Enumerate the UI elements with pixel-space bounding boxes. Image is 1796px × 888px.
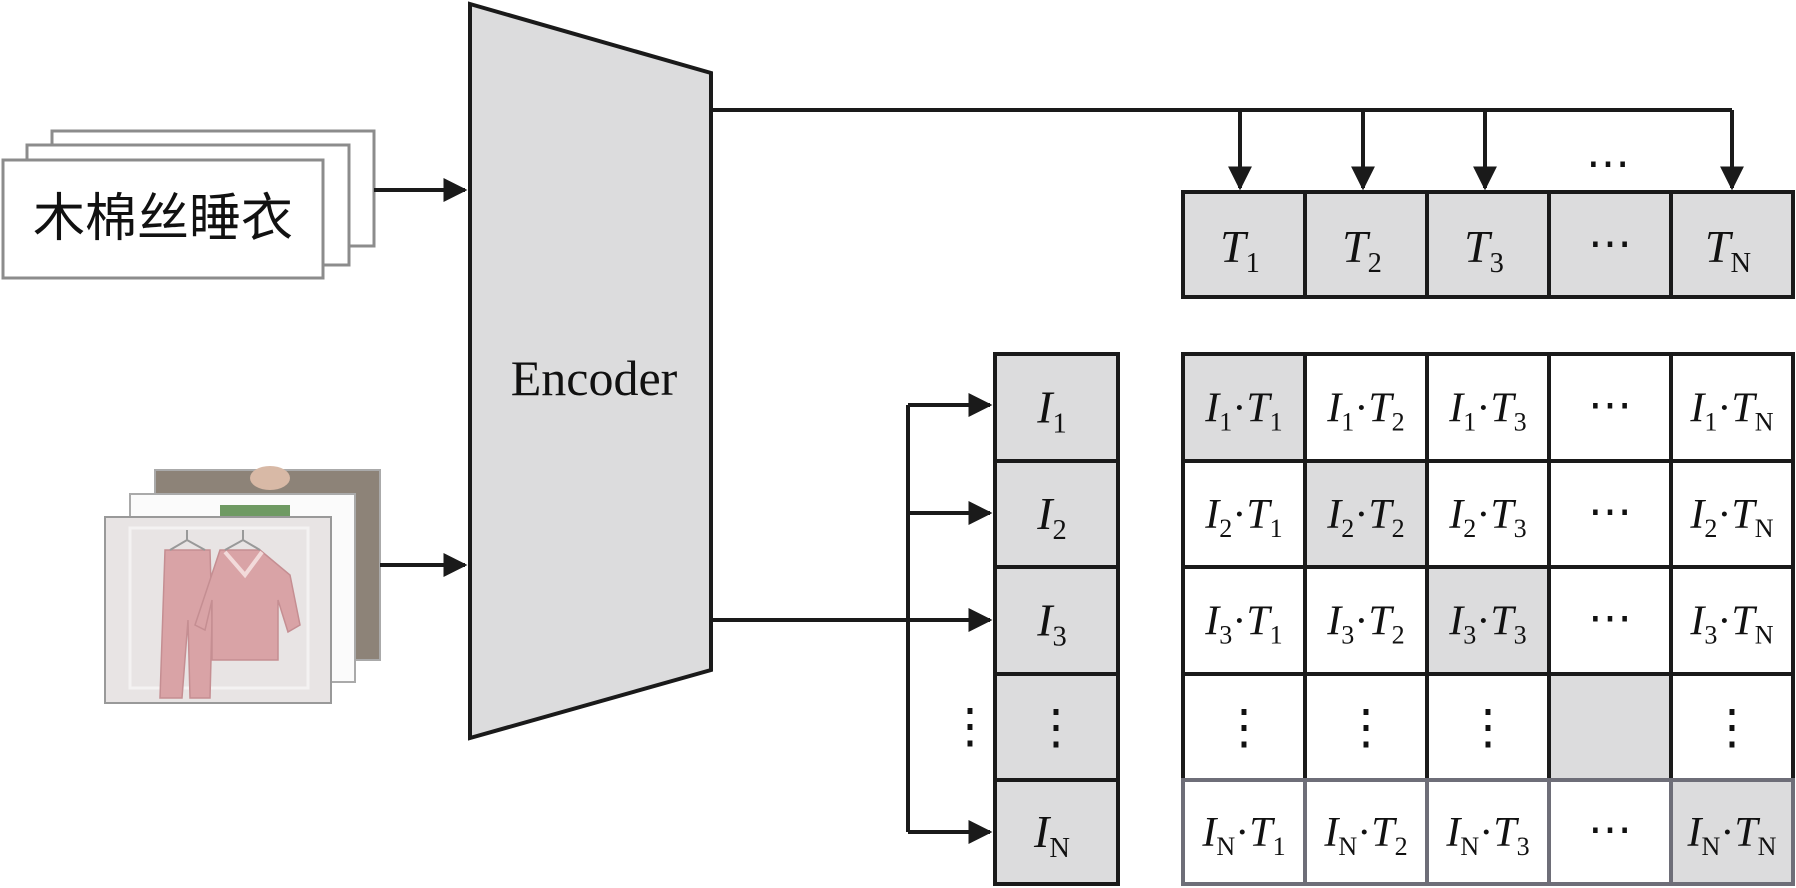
text-feature-connectors: ⋯ (711, 108, 1744, 191)
text-feature-cell (1425, 190, 1551, 299)
matrix-col-ellipsis: ⋯ (1588, 381, 1632, 430)
matrix-col-ellipsis: ⋯ (1588, 805, 1632, 854)
text-feature-row: T1 T2 T3 ⋯ TN (1181, 190, 1795, 299)
text-card-front (1, 158, 325, 280)
photo-front (104, 516, 332, 704)
matrix-cell (1181, 778, 1307, 886)
matrix-cell-diagonal (1303, 459, 1429, 569)
matrix-col-ellipsis: ⋯ (1588, 487, 1632, 536)
matrix-product-label: I3·T3 (1448, 599, 1526, 650)
text-feature-label: T3 (1464, 221, 1504, 279)
matrix-cell (1303, 352, 1429, 463)
similarity-matrix: I1·T1 I1·T2 I1·T3 ⋯ I1·TN I2·T1 I2·T2 I2·T3 ⋯ I2·… (1181, 352, 1795, 886)
matrix-cell-diagonal (1669, 778, 1795, 886)
matrix-product-label: I3·T2 (1326, 599, 1404, 650)
image-feature-connectors: ⋮ (711, 393, 994, 844)
top-ellipsis: ⋯ (1586, 139, 1630, 188)
image-feature-label: I1 (1036, 382, 1067, 440)
matrix-product-label: IN·TN (1687, 810, 1777, 861)
text-input-stack: 木棉丝睡衣 (1, 129, 376, 280)
image-feature-cell (993, 459, 1120, 569)
text-feature-cell (1669, 190, 1795, 299)
matrix-col-ellipsis: ⋯ (1588, 594, 1632, 643)
matrix-product-label: I1·T1 (1204, 386, 1282, 437)
matrix-product-label: I1·TN (1689, 386, 1773, 437)
matrix-cell (1181, 459, 1307, 569)
matrix-cell (1547, 565, 1673, 676)
image-feature-cell (993, 352, 1120, 463)
text-feature-cell (1303, 190, 1429, 299)
matrix-row-ellipsis: ⋮ (1464, 701, 1512, 754)
image-feature-cell (993, 778, 1120, 886)
image-feature-ellipsis: ⋮ (1032, 701, 1080, 754)
encoder-block: Encoder (468, 1, 713, 741)
matrix-row-ellipsis: ⋮ (1220, 701, 1268, 754)
matrix-row-ellipsis: ⋮ (1708, 701, 1756, 754)
matrix-cell (1303, 778, 1429, 886)
row-ellipsis: ⋮ (946, 700, 994, 753)
encoder-label: Encoder (511, 350, 678, 406)
image-input-stack (104, 466, 381, 704)
matrix-product-label: IN·T2 (1323, 810, 1407, 861)
matrix-cell-diagonal (1547, 672, 1673, 782)
matrix-product-label: I2·T2 (1326, 492, 1404, 543)
matrix-cell-diagonal (1425, 565, 1551, 676)
matrix-cell (1547, 778, 1673, 886)
matrix-product-label: I1·T2 (1326, 386, 1404, 437)
image-feature-label: IN (1033, 806, 1070, 864)
matrix-product-label: IN·T1 (1201, 810, 1285, 861)
image-feature-cell (993, 672, 1120, 782)
matrix-product-label: I1·T3 (1448, 386, 1526, 437)
text-feature-cell (1547, 190, 1673, 299)
image-feature-label: I2 (1036, 488, 1067, 546)
matrix-product-label: I3·TN (1689, 599, 1773, 650)
matrix-cell (1303, 565, 1429, 676)
matrix-product-label: I3·T1 (1204, 599, 1282, 650)
text-input-label: 木棉丝睡衣 (33, 189, 293, 249)
image-feature-cell (993, 565, 1120, 676)
text-feature-ellipsis: ⋯ (1588, 219, 1632, 268)
matrix-product-label: I2·TN (1689, 492, 1773, 543)
matrix-cell (1425, 778, 1551, 886)
text-feature-label: TN (1705, 221, 1751, 279)
text-feature-label: T1 (1220, 221, 1260, 279)
matrix-cell (1669, 459, 1795, 569)
image-feature-label: I3 (1036, 595, 1067, 653)
matrix-row-ellipsis: ⋮ (1342, 701, 1390, 754)
matrix-cell (1425, 672, 1551, 782)
matrix-product-label: I2·T3 (1448, 492, 1526, 543)
matrix-product-label: IN·T3 (1445, 810, 1529, 861)
matrix-product-label: I2·T1 (1204, 492, 1282, 543)
text-feature-label: T2 (1342, 221, 1382, 279)
